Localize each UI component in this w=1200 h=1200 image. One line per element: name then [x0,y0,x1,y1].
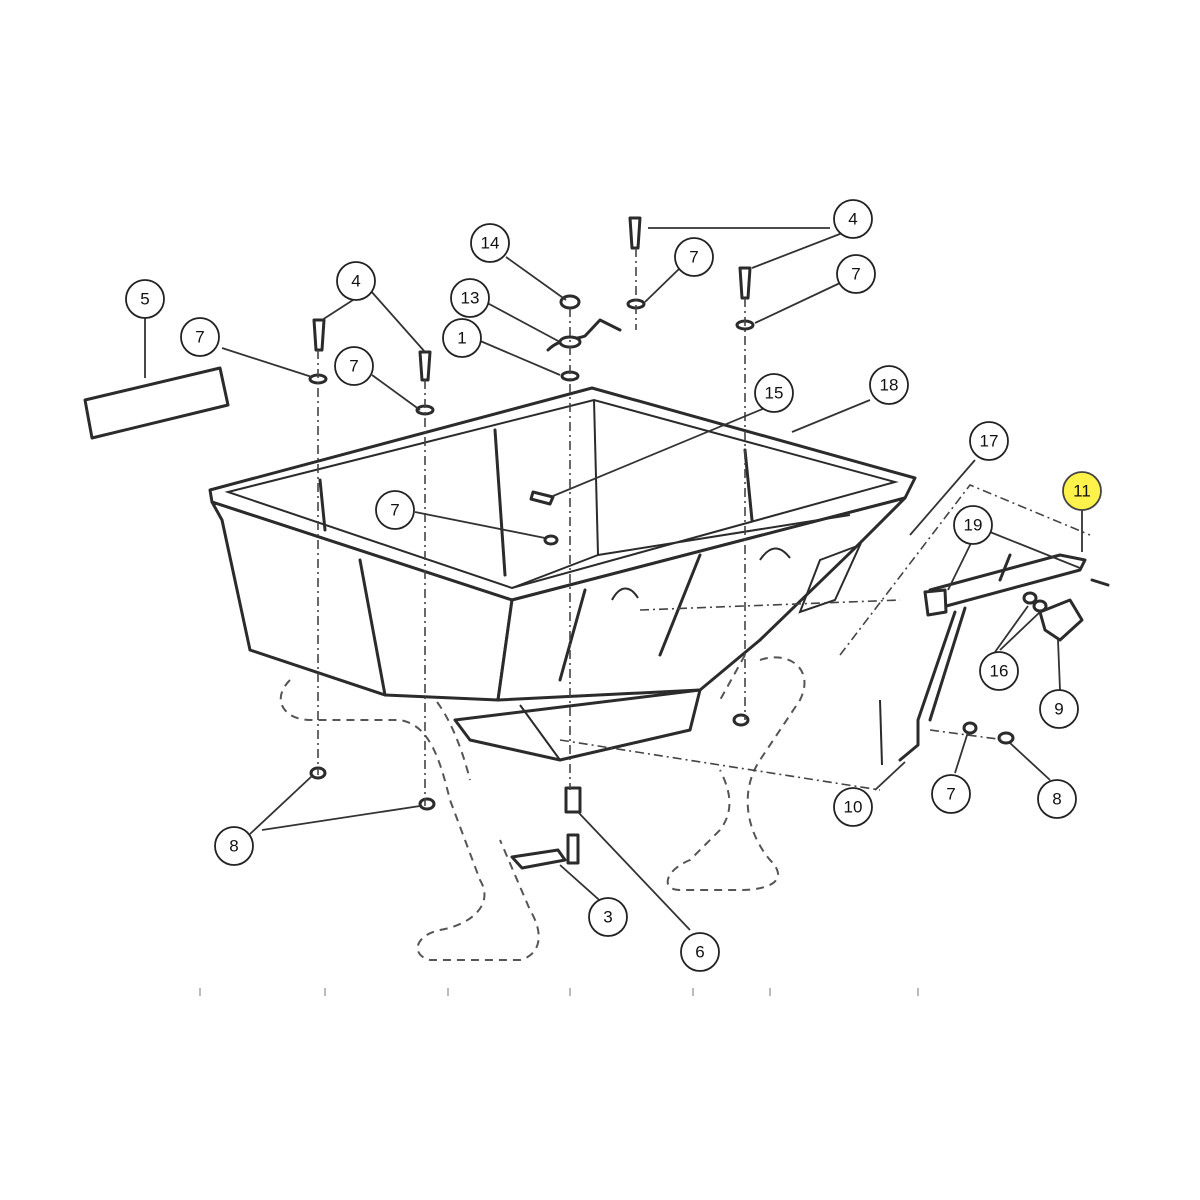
callout-14: 14 [470,223,510,263]
svg-text:6: 6 [695,943,704,962]
leader-lines [144,227,1083,931]
callout-4: 4 [336,261,376,301]
callout-7: 7 [180,317,220,357]
svg-text:4: 4 [848,210,857,229]
callout-7: 7 [674,237,714,277]
callout-7: 7 [931,774,971,814]
decal [83,366,230,440]
svg-text:19: 19 [964,516,983,535]
hopper [208,386,917,762]
svg-text:7: 7 [689,248,698,267]
svg-text:14: 14 [481,234,500,253]
callout-7: 7 [836,254,876,294]
callout-6: 6 [680,932,720,972]
callout-9: 9 [1039,689,1079,729]
bolts [312,216,752,382]
callout-19: 19 [953,505,993,545]
plate [510,848,567,870]
frame-dashed [279,654,806,961]
svg-text:1: 1 [457,329,466,348]
callout-15: 15 [754,373,794,413]
callout-17: 17 [969,421,1009,461]
callout-8: 8 [214,826,254,866]
svg-text:18: 18 [880,376,899,395]
callout-11: 11 [1062,471,1102,511]
svg-text:7: 7 [195,328,204,347]
bushing [564,786,582,865]
svg-text:8: 8 [1052,790,1061,809]
svg-text:9: 9 [1054,700,1063,719]
svg-text:17: 17 [980,432,999,451]
svg-text:7: 7 [349,357,358,376]
callout-4: 4 [833,199,873,239]
svg-text:4: 4 [351,272,360,291]
callout-3: 3 [588,897,628,937]
callout-18: 18 [869,365,909,405]
svg-text:13: 13 [461,289,480,308]
callout-1: 1 [442,318,482,358]
centre-lines [317,248,1006,806]
callout-10: 10 [833,787,873,827]
svg-text:7: 7 [946,785,955,804]
svg-text:8: 8 [229,837,238,856]
svg-text:5: 5 [140,290,149,309]
callout-13: 13 [450,278,490,318]
handle-assembly [839,484,1110,766]
pin [529,490,555,506]
callout-16: 16 [979,651,1019,691]
callout-8: 8 [1037,779,1077,819]
agitator-spring [546,294,622,382]
callouts: 1 3 4 4 5 6 7 7 7 7 7 7 8 8 9 10 11 13 1… [125,199,1102,972]
svg-text:10: 10 [844,798,863,817]
svg-text:11: 11 [1073,482,1091,501]
svg-text:15: 15 [765,384,784,403]
callout-5: 5 [125,279,165,319]
bottom-ticks [199,988,919,996]
callout-7: 7 [334,346,374,386]
svg-text:7: 7 [851,265,860,284]
svg-text:7: 7 [390,501,399,520]
callout-7: 7 [375,490,415,530]
svg-text:16: 16 [990,662,1009,681]
svg-text:3: 3 [603,908,612,927]
